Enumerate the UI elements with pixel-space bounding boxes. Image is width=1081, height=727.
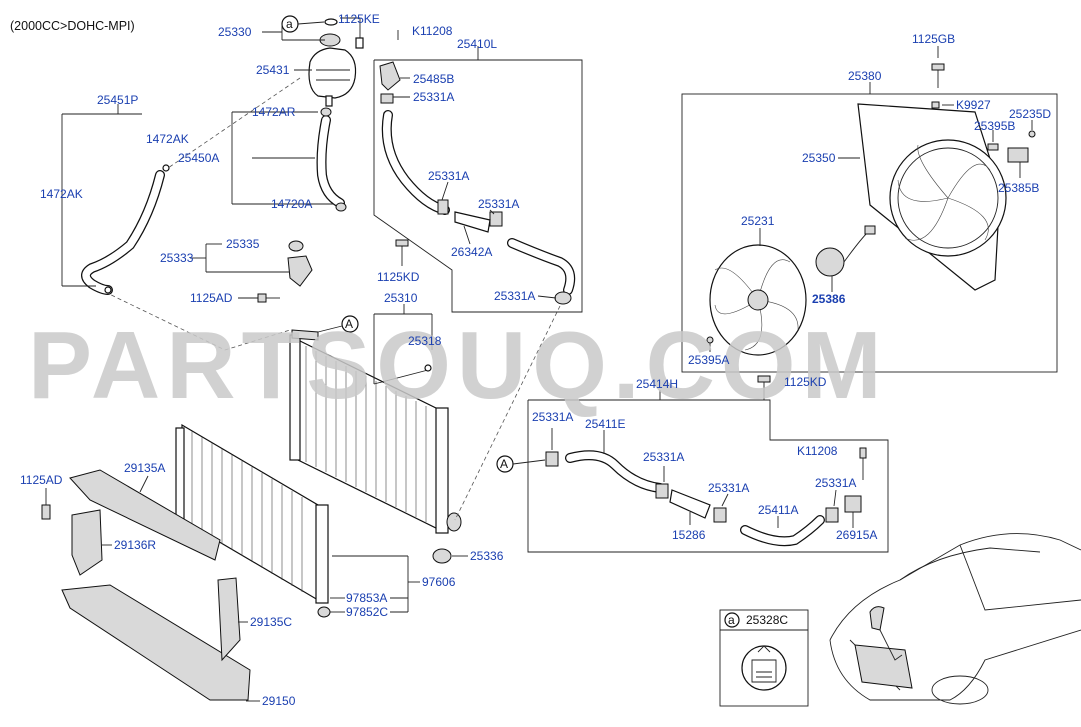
label-14720A: 14720A [271,197,312,211]
label-1472AK-1: 1472AK [146,132,189,146]
label-K11208-top: K11208 [412,24,453,38]
label-97853A: 97853A [346,591,387,605]
label-1125KD-1: 1125KD [377,270,420,284]
car-illustration [829,533,1081,705]
label-25331A-3: 25331A [478,197,519,211]
condenser-group [175,423,420,618]
label-25350: 25350 [802,151,836,165]
label-K11208-bottom: K11208 [797,444,838,458]
reservoir-group: a [104,15,364,351]
label-25411E: 25411E [585,417,625,431]
label-25331A-6: 25331A [643,450,684,464]
label-25411A: 25411A [758,503,798,517]
label-25395A: 25395A [688,353,729,367]
label-25318: 25318 [408,334,442,348]
label-25333: 25333 [160,251,194,265]
label-29135A: 29135A [124,461,165,475]
label-25235D: 25235D [1009,107,1051,121]
label-25395B: 25395B [974,119,1015,133]
legend-circle-text: a [728,613,735,627]
label-25331A-2: 25331A [428,169,469,183]
label-1125KD-2: 1125KD [784,375,827,389]
label-1125AD-2: 1125AD [20,473,63,487]
part-labels: 25330 1125KE K11208 25410L 25431 25485B … [20,12,1051,708]
engine-spec-header: (2000CC>DOHC-MPI) [10,19,135,33]
label-25331A-7: 25331A [708,481,749,495]
watermark: PARTSOUQ.COM [28,312,888,419]
cap-oring-shape [324,18,338,26]
label-25331A-8: 25331A [815,476,856,490]
fan-shroud-group [681,46,1058,373]
legend-box: a 25328C [719,609,809,707]
label-25451P: 25451P [97,93,138,107]
lower-hose-group: A [496,375,889,553]
label-25410L: 25410L [457,37,497,51]
ref-mark-A-top-text: A [345,317,353,331]
label-29135C: 29135C [250,615,292,629]
label-25336: 25336 [470,549,504,563]
label-1472AR: 1472AR [252,105,296,119]
ref-circle-A-top [341,315,359,333]
label-25450A: 25450A [178,151,219,165]
ref-mark-a-text: a [286,17,293,31]
label-29150: 29150 [262,694,296,708]
label-29136R: 29136R [114,538,156,552]
label-25380: 25380 [848,69,882,83]
radiator-group: A [190,240,561,564]
air-guard-group [41,469,260,702]
reservoir-tank-shape [308,47,357,99]
legend-part-number: 25328C [746,613,788,627]
label-25310: 25310 [384,291,418,305]
label-26915A: 26915A [836,528,877,542]
label-K9927: K9927 [956,98,991,112]
long-hose-group [61,104,170,295]
label-25331A-5: 25331A [532,410,573,424]
upper-hose-group [373,30,583,313]
label-1125GB: 1125GB [912,32,955,46]
label-25331A-4: 25331A [494,289,535,303]
label-25386: 25386 [812,292,846,306]
label-15286: 15286 [672,528,706,542]
label-1125AD-1: 1125AD [190,291,233,305]
label-25485B: 25485B [413,72,454,86]
label-1125KE: 1125KE [338,12,380,26]
label-97852C: 97852C [346,605,388,619]
label-25385B: 25385B [998,181,1039,195]
label-25330: 25330 [218,25,252,39]
ref-mark-A-bottom-text: A [500,457,508,471]
label-25431: 25431 [256,63,290,77]
label-25231: 25231 [741,214,775,228]
label-25335: 25335 [226,237,260,251]
label-97606: 97606 [422,575,456,589]
label-1472AK-2: 1472AK [40,187,83,201]
label-25331A-1: 25331A [413,90,454,104]
label-26342A: 26342A [451,245,492,259]
label-25414H: 25414H [636,377,678,391]
